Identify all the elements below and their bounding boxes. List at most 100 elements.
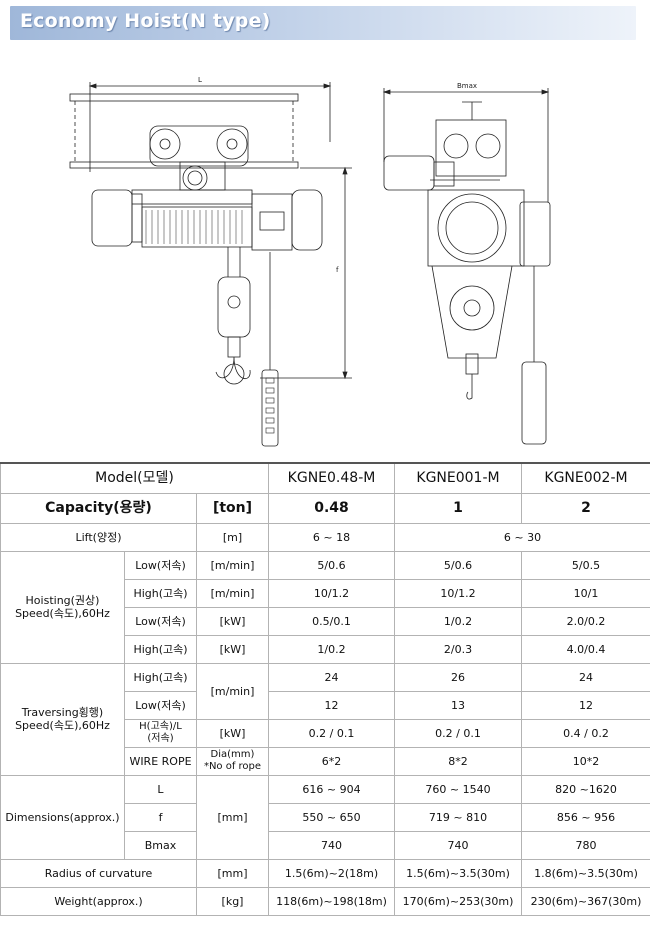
traversing-label-line2: Speed(속도),60Hz <box>15 719 110 732</box>
wire-rope-value: 6*2 <box>268 746 395 776</box>
lift-value: 6 ~ 18 <box>268 522 395 552</box>
table-row-lift: Lift(양정) [m] 6 ~ 18 6 ~ 30 <box>0 522 650 552</box>
weight-label: Weight(approx.) <box>0 886 197 916</box>
capacity-value: 2 <box>521 492 650 524</box>
hoisting-sub: High(고속) <box>124 634 197 664</box>
wire-rope-value: 8*2 <box>394 746 522 776</box>
dimensions-value: 719 ~ 810 <box>394 802 522 832</box>
traversing-value: 24 <box>521 662 650 692</box>
model-name: KGNE001-M <box>394 462 522 494</box>
traversing-value: 0.2 / 0.1 <box>394 718 522 748</box>
hoisting-unit: [kW] <box>196 606 269 636</box>
capacity-unit: [ton] <box>196 492 269 524</box>
table-row-hoisting: High(고속) [kW] 1/0.2 2/0.3 4.0/0.4 <box>1 634 650 664</box>
dim-label-l: L <box>198 76 202 84</box>
hoisting-value: 5/0.6 <box>394 550 522 580</box>
header-banner: Economy Hoist(N type) <box>10 6 636 40</box>
wire-rope-value: 10*2 <box>521 746 650 776</box>
wire-rope-unit: Dia(mm) *No of rope <box>196 746 269 776</box>
dimensions-value: 740 <box>394 830 522 860</box>
traversing-value: 0.4 / 0.2 <box>521 718 650 748</box>
traversing-sub: Low(저속) <box>124 690 197 720</box>
weight-unit: [kg] <box>196 886 269 916</box>
dimensions-sub: Bmax <box>124 830 197 860</box>
dimensions-value: 820 ~1620 <box>521 774 650 804</box>
table-row-traversing: Low(저속) 12 13 12 <box>1 690 650 720</box>
traversing-power-unit: [kW] <box>196 718 269 748</box>
traversing-power-sub-line2: (저속) <box>147 733 174 744</box>
table-row-wire-rope: WIRE ROPE Dia(mm) *No of rope 6*2 8*2 10… <box>1 746 650 776</box>
specification-table: Model(모델) KGNE0.48-M KGNE001-M KGNE002-M… <box>0 462 650 916</box>
traversing-sub: High(고속) <box>124 662 197 692</box>
traversing-value: 12 <box>521 690 650 720</box>
table-row-weight: Weight(approx.) [kg] 118(6m)~198(18m) 17… <box>0 886 650 916</box>
hoisting-sub: Low(저속) <box>124 606 197 636</box>
dim-label-bmax: Bmax <box>457 82 477 90</box>
lift-value: 6 ~ 30 <box>394 522 650 552</box>
table-row-radius: Radius of curvature [mm] 1.5(6m)~2(18m) … <box>0 858 650 888</box>
table-row-dimensions: f 550 ~ 650 719 ~ 810 856 ~ 956 <box>1 802 650 832</box>
capacity-value: 0.48 <box>268 492 395 524</box>
dim-label-f: f <box>336 266 339 274</box>
hoisting-value: 1/0.2 <box>394 606 522 636</box>
hoisting-value: 2/0.3 <box>394 634 522 664</box>
radius-label: Radius of curvature <box>0 858 197 888</box>
radius-value: 1.8(6m)~3.5(30m) <box>521 858 650 888</box>
traversing-power-sub: H(고속)/L (저속) <box>124 718 197 748</box>
model-name: KGNE002-M <box>521 462 650 494</box>
dimensions-sub: L <box>124 774 197 804</box>
hoisting-sub: Low(저속) <box>124 550 197 580</box>
wire-rope-unit-line1: Dia(mm) <box>210 749 255 760</box>
lift-label: Lift(양정) <box>0 522 197 552</box>
dimensions-value: 740 <box>268 830 395 860</box>
table-row-hoisting: Hoisting(권상) Speed(속도),60Hz Low(저속) [m/m… <box>0 550 650 664</box>
dimensions-sub: f <box>124 802 197 832</box>
hoisting-value: 1/0.2 <box>268 634 395 664</box>
weight-value: 118(6m)~198(18m) <box>268 886 395 916</box>
wire-rope-unit-line2: *No of rope <box>203 761 262 772</box>
table-row-capacity: Capacity(용량) [ton] 0.48 1 2 <box>0 492 650 524</box>
hoisting-value: 10/1 <box>521 578 650 608</box>
side-view-drawing: Bmax <box>382 82 551 445</box>
hoisting-label: Hoisting(권상) Speed(속도),60Hz <box>0 550 125 664</box>
table-row-traversing: Traversing횡행) Speed(속도),60Hz High(고속) [m… <box>0 662 650 776</box>
traversing-speed-unit: [m/min] <box>196 662 269 720</box>
traversing-power-sub-line1: H(고속)/L <box>139 721 182 732</box>
traversing-value: 12 <box>268 690 395 720</box>
capacity-value: 1 <box>394 492 522 524</box>
table-row-dimensions: Dimensions(approx.) L [mm] 616 ~ 904 760… <box>0 774 650 860</box>
traversing-value: 24 <box>268 662 395 692</box>
hoisting-value: 4.0/0.4 <box>521 634 650 664</box>
dimensions-unit: [mm] <box>196 774 269 860</box>
hoisting-value: 2.0/0.2 <box>521 606 650 636</box>
hoisting-sub: High(고속) <box>124 578 197 608</box>
radius-value: 1.5(6m)~3.5(30m) <box>394 858 522 888</box>
hoisting-value: 10/1.2 <box>268 578 395 608</box>
radius-unit: [mm] <box>196 858 269 888</box>
dimensions-value: 760 ~ 1540 <box>394 774 522 804</box>
traversing-label: Traversing횡행) Speed(속도),60Hz <box>0 662 125 776</box>
weight-value: 170(6m)~253(30m) <box>394 886 522 916</box>
traversing-label-line1: Traversing횡행) <box>21 706 104 719</box>
hoist-drawings: L <box>0 62 650 457</box>
lift-unit: [m] <box>196 522 269 552</box>
dimensions-value: 780 <box>521 830 650 860</box>
traversing-value: 13 <box>394 690 522 720</box>
table-row-model: Model(모델) KGNE0.48-M KGNE001-M KGNE002-M <box>0 462 650 494</box>
hoisting-value: 0.5/0.1 <box>268 606 395 636</box>
hoisting-label-line1: Hoisting(권상) <box>25 594 100 607</box>
front-view-drawing: L <box>69 76 352 447</box>
weight-value: 230(6m)~367(30m) <box>521 886 650 916</box>
hoisting-value: 10/1.2 <box>394 578 522 608</box>
hoisting-unit: [m/min] <box>196 550 269 580</box>
page-title: Economy Hoist(N type) <box>20 10 271 32</box>
dimensions-value: 550 ~ 650 <box>268 802 395 832</box>
traversing-value: 0.2 / 0.1 <box>268 718 395 748</box>
technical-drawing: L <box>69 76 551 447</box>
radius-value: 1.5(6m)~2(18m) <box>268 858 395 888</box>
model-name: KGNE0.48-M <box>268 462 395 494</box>
hoisting-unit: [kW] <box>196 634 269 664</box>
wire-rope-label: WIRE ROPE <box>124 746 197 776</box>
dimensions-value: 856 ~ 956 <box>521 802 650 832</box>
hoisting-unit: [m/min] <box>196 578 269 608</box>
